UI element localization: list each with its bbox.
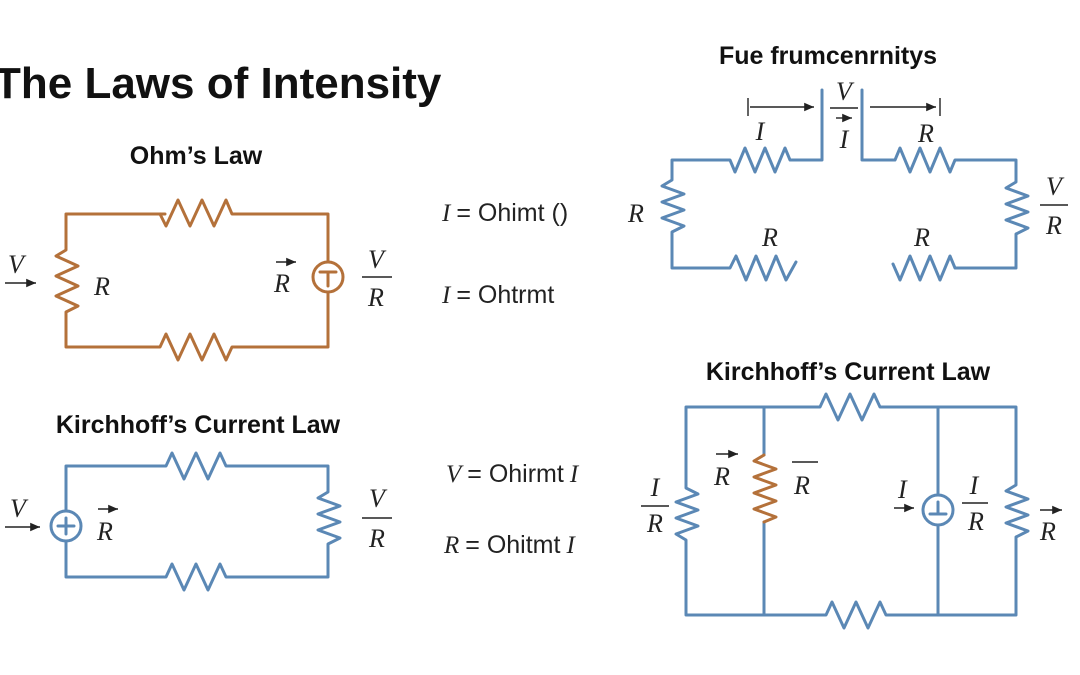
top-right-diagram: Fue frumcenrnitys V I I R R R R V R — [627, 42, 1068, 282]
left-frac-den: R — [646, 509, 663, 538]
ohms-circuit-wire — [54, 198, 330, 362]
gap-frac-den: I — [839, 125, 850, 154]
gap-frac-num: V — [836, 77, 855, 106]
label-i: I — [755, 117, 766, 146]
ohms-frac-num: V — [368, 245, 387, 274]
source-frac-num: I — [969, 471, 980, 500]
ground-symbol — [928, 500, 948, 516]
kirchhoff-left-frac-den: R — [368, 524, 385, 553]
ohms-law-heading: Ohm’s Law — [130, 142, 263, 170]
kirchhoff-left-vector-label: R — [96, 517, 113, 546]
right-frac-den: R — [1045, 211, 1062, 240]
source-frac-den: R — [967, 507, 984, 536]
kirchhoff-left-frac-num: V — [369, 484, 388, 513]
ac-source-t-icon — [311, 260, 345, 294]
label-r-bottom-left: R — [761, 223, 778, 252]
branch-vector-label: R — [713, 462, 730, 491]
left-frac-num: I — [650, 473, 661, 502]
page-title: The Laws of Intensity — [0, 59, 442, 108]
ohms-law-diagram: Ohm’s Law V R R V R — [5, 142, 392, 362]
ohms-frac-den: R — [367, 283, 384, 312]
dc-source-ground-icon — [921, 493, 955, 527]
kirchhoff-left-heading: Kirchhoff’s Current Law — [56, 411, 341, 439]
label-r-top: R — [917, 119, 934, 148]
ohms-source-label: V — [8, 250, 27, 279]
branch-1-resistor — [752, 453, 778, 524]
kirchhoff-right-outer-wire — [674, 392, 1030, 630]
ohms-vector-label: R — [273, 269, 290, 298]
kirchhoff-right-diagram: Kirchhoff’s Current Law I R R R I I R R — [641, 358, 1062, 630]
label-r-bottom-right: R — [913, 223, 930, 252]
kirchhoff-left-wire — [64, 451, 342, 592]
ohms-resistor-label: R — [93, 272, 110, 301]
kirchhoff-left-diagram: Kirchhoff’s Current Law V R V R — [5, 411, 392, 592]
source-i-label: I — [897, 475, 908, 504]
equation-1: I= Ohimt () — [441, 199, 568, 227]
label-r-left: R — [627, 199, 644, 228]
top-right-heading: Fue frumcenrnitys — [719, 42, 937, 70]
kirchhoff-right-heading: Kirchhoff’s Current Law — [706, 358, 991, 386]
equation-2: I= Ohtrmt — [441, 281, 554, 309]
source-symbol — [318, 270, 338, 288]
top-right-wire-right — [860, 88, 1030, 282]
kirchhoff-left-source-label: V — [10, 494, 29, 523]
plus-symbol — [56, 516, 76, 536]
dc-source-plus-icon — [49, 509, 83, 543]
top-right-wire-left — [660, 88, 824, 282]
branch-label: R — [793, 471, 810, 500]
right-frac-num: V — [1046, 172, 1065, 201]
right-vector-label: R — [1039, 517, 1056, 546]
